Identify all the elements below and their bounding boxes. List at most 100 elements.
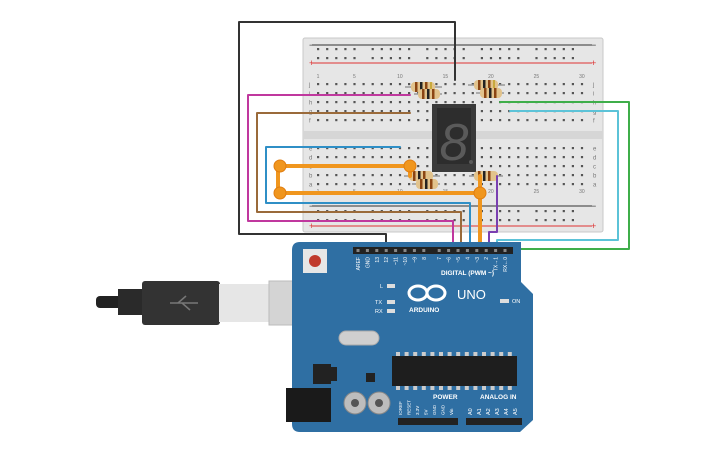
rail-hole[interactable] bbox=[544, 48, 547, 51]
rail-hole[interactable] bbox=[535, 210, 538, 213]
rail-hole[interactable] bbox=[371, 57, 374, 60]
terminal-hole[interactable] bbox=[535, 119, 538, 122]
terminal-hole[interactable] bbox=[344, 156, 347, 159]
terminal-hole[interactable] bbox=[535, 174, 538, 177]
rail-hole[interactable] bbox=[462, 57, 465, 60]
terminal-hole[interactable] bbox=[571, 156, 574, 159]
terminal-hole[interactable] bbox=[471, 101, 474, 104]
terminal-hole[interactable] bbox=[353, 101, 356, 104]
digital-pin[interactable] bbox=[494, 249, 498, 252]
terminal-hole[interactable] bbox=[408, 83, 411, 86]
terminal-hole[interactable] bbox=[426, 165, 429, 168]
digital-pin[interactable] bbox=[484, 249, 488, 252]
rail-hole[interactable] bbox=[535, 48, 538, 51]
terminal-hole[interactable] bbox=[480, 156, 483, 159]
rail-hole[interactable] bbox=[544, 219, 547, 222]
terminal-hole[interactable] bbox=[326, 101, 329, 104]
terminal-hole[interactable] bbox=[408, 119, 411, 122]
terminal-hole[interactable] bbox=[389, 110, 392, 113]
terminal-hole[interactable] bbox=[508, 92, 511, 95]
terminal-hole[interactable] bbox=[344, 92, 347, 95]
terminal-hole[interactable] bbox=[380, 101, 383, 104]
terminal-hole[interactable] bbox=[371, 110, 374, 113]
rail-hole[interactable] bbox=[535, 57, 538, 60]
rail-hole[interactable] bbox=[435, 57, 438, 60]
terminal-hole[interactable] bbox=[362, 147, 365, 150]
resistor-top-left-2[interactable] bbox=[414, 89, 442, 99]
terminal-hole[interactable] bbox=[517, 83, 520, 86]
terminal-hole[interactable] bbox=[444, 174, 447, 177]
digital-pin[interactable] bbox=[447, 249, 451, 252]
analog-header[interactable] bbox=[466, 418, 522, 425]
terminal-hole[interactable] bbox=[389, 83, 392, 86]
digital-pin[interactable] bbox=[475, 249, 479, 252]
terminal-hole[interactable] bbox=[353, 83, 356, 86]
terminal-hole[interactable] bbox=[326, 174, 329, 177]
terminal-hole[interactable] bbox=[517, 183, 520, 186]
resistor-top-right-2[interactable] bbox=[476, 88, 504, 98]
rail-hole[interactable] bbox=[408, 57, 411, 60]
terminal-hole[interactable] bbox=[426, 156, 429, 159]
terminal-hole[interactable] bbox=[471, 92, 474, 95]
terminal-hole[interactable] bbox=[335, 119, 338, 122]
terminal-hole[interactable] bbox=[417, 110, 420, 113]
digital-pin[interactable] bbox=[456, 249, 460, 252]
terminal-hole[interactable] bbox=[499, 183, 502, 186]
terminal-hole[interactable] bbox=[380, 156, 383, 159]
rail-hole[interactable] bbox=[571, 48, 574, 51]
terminal-hole[interactable] bbox=[544, 183, 547, 186]
terminal-hole[interactable] bbox=[398, 92, 402, 95]
rail-hole[interactable] bbox=[571, 219, 574, 222]
terminal-hole[interactable] bbox=[317, 119, 320, 122]
rail-hole[interactable] bbox=[553, 57, 556, 60]
rail-hole[interactable] bbox=[517, 48, 520, 51]
terminal-hole[interactable] bbox=[371, 101, 374, 104]
rail-hole[interactable] bbox=[517, 219, 520, 222]
terminal-hole[interactable] bbox=[444, 92, 447, 95]
rail-hole[interactable] bbox=[562, 57, 565, 60]
rail-hole[interactable] bbox=[317, 48, 320, 51]
terminal-hole[interactable] bbox=[553, 147, 556, 150]
terminal-hole[interactable] bbox=[535, 83, 538, 86]
terminal-hole[interactable] bbox=[408, 92, 411, 95]
terminal-hole[interactable] bbox=[453, 183, 456, 186]
terminal-hole[interactable] bbox=[317, 101, 320, 104]
terminal-hole[interactable] bbox=[398, 174, 402, 177]
digital-pin[interactable] bbox=[384, 249, 388, 252]
terminal-hole[interactable] bbox=[571, 147, 574, 150]
terminal-hole[interactable] bbox=[480, 110, 483, 113]
terminal-hole[interactable] bbox=[398, 83, 402, 86]
terminal-hole[interactable] bbox=[389, 119, 392, 122]
terminal-hole[interactable] bbox=[326, 110, 329, 113]
terminal-hole[interactable] bbox=[571, 92, 574, 95]
terminal-hole[interactable] bbox=[489, 110, 493, 113]
terminal-hole[interactable] bbox=[480, 165, 483, 168]
rail-hole[interactable] bbox=[353, 57, 356, 60]
terminal-hole[interactable] bbox=[580, 83, 584, 86]
terminal-hole[interactable] bbox=[353, 119, 356, 122]
terminal-hole[interactable] bbox=[526, 165, 529, 168]
terminal-hole[interactable] bbox=[517, 165, 520, 168]
digital-pin[interactable] bbox=[403, 249, 407, 252]
terminal-hole[interactable] bbox=[398, 183, 402, 186]
terminal-hole[interactable] bbox=[317, 156, 320, 159]
terminal-hole[interactable] bbox=[326, 156, 329, 159]
terminal-hole[interactable] bbox=[571, 119, 574, 122]
terminal-hole[interactable] bbox=[335, 92, 338, 95]
terminal-hole[interactable] bbox=[553, 92, 556, 95]
power-header[interactable] bbox=[398, 418, 458, 425]
terminal-hole[interactable] bbox=[353, 183, 356, 186]
terminal-hole[interactable] bbox=[344, 174, 347, 177]
rail-hole[interactable] bbox=[408, 48, 411, 51]
terminal-hole[interactable] bbox=[362, 183, 365, 186]
terminal-hole[interactable] bbox=[335, 101, 338, 104]
terminal-hole[interactable] bbox=[344, 83, 347, 86]
terminal-hole[interactable] bbox=[353, 147, 356, 150]
terminal-hole[interactable] bbox=[380, 83, 383, 86]
digital-pin[interactable] bbox=[422, 249, 426, 252]
terminal-hole[interactable] bbox=[380, 119, 383, 122]
terminal-hole[interactable] bbox=[335, 183, 338, 186]
terminal-hole[interactable] bbox=[408, 183, 411, 186]
rail-hole[interactable] bbox=[508, 219, 511, 222]
